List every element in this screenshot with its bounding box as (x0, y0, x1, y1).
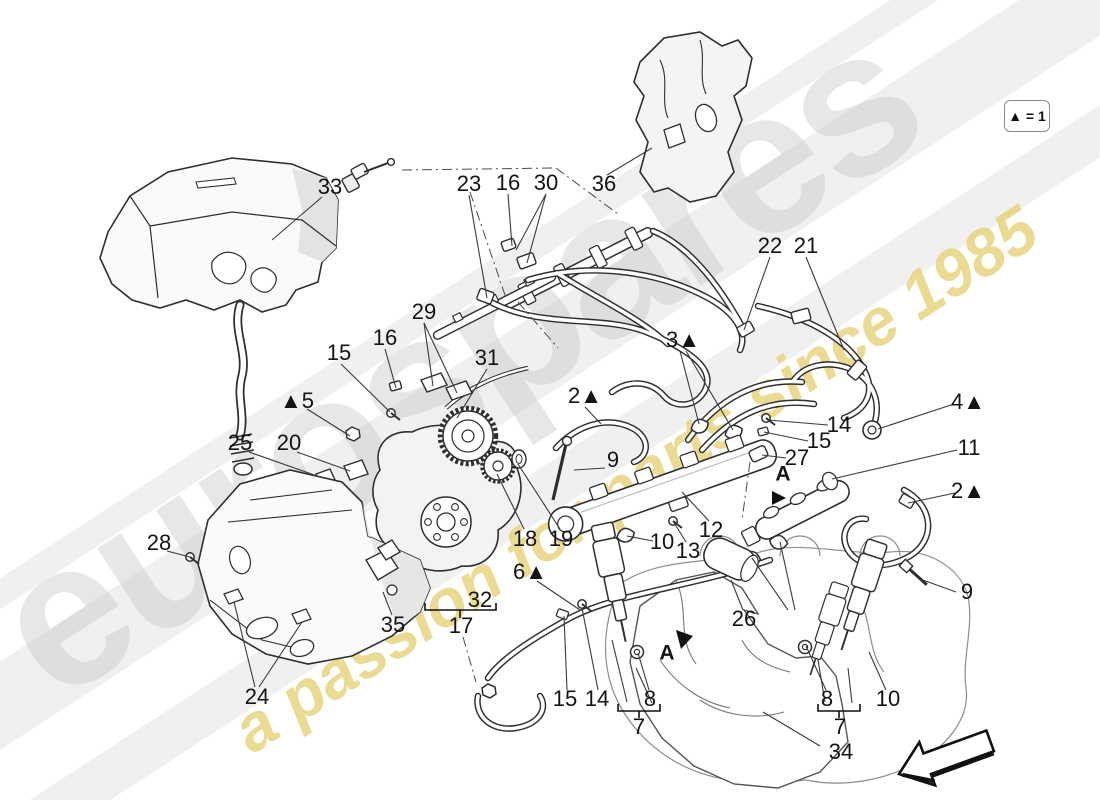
group-brackets (424, 603, 861, 718)
callout-16: 16 (495, 170, 521, 195)
callout-34: 34 (828, 739, 854, 764)
callout-15: 15 (326, 340, 352, 365)
callout-14: 14 (826, 412, 852, 437)
legend-text: ▲ = 1 (1008, 108, 1046, 124)
valve-cover-24 (184, 469, 431, 665)
callout-32: 32 (467, 587, 493, 612)
callout-30: 30 (533, 170, 559, 195)
heat-shield-34 (629, 571, 849, 789)
callout-10: 10 (875, 686, 901, 711)
callout-25: 25 (227, 430, 253, 455)
callout-4: 4▲ (950, 389, 986, 414)
callout-16: 16 (372, 325, 398, 350)
callout-21: 21 (793, 233, 819, 258)
callout-15: 15 (552, 686, 578, 711)
callout-11: 11 (957, 435, 981, 460)
callout-3: 3▲ (665, 327, 701, 352)
direction-arrow-icon (896, 728, 996, 788)
injectors (551, 435, 928, 680)
callout-19: 19 (548, 526, 574, 551)
callout-12: 12 (698, 517, 724, 542)
high-pressure-pump (315, 365, 529, 572)
callout-5: ▲5 (279, 388, 315, 413)
callout-6: 6▲ (512, 559, 548, 584)
callout-10: 10 (649, 529, 675, 554)
callout-20: 20 (276, 430, 302, 455)
fuel-rail-12 (547, 434, 778, 582)
engine-cover-33 (99, 157, 339, 313)
callout-36: 36 (591, 171, 617, 196)
callout-9: 9 (606, 447, 620, 472)
construction-lines (401, 167, 751, 683)
callout-33: 33 (317, 174, 343, 199)
view-marker-A: A (659, 641, 675, 665)
legend-box: ▲ = 1 (1004, 100, 1050, 132)
callout-2: 2▲ (950, 478, 986, 503)
callout-18: 18 (512, 526, 538, 551)
elbow-fitting (341, 157, 396, 193)
callout-13: 13 (675, 538, 701, 563)
mount-brackets-29 (388, 372, 473, 401)
bracket-36 (633, 31, 753, 203)
callout-2: 2▲ (567, 383, 603, 408)
callout-15: 15 (806, 428, 832, 453)
view-marker-A: A (775, 462, 791, 486)
callout-14: 14 (584, 686, 610, 711)
callout-23: 23 (456, 171, 482, 196)
callout-27: 27 (784, 445, 810, 470)
view-a-triangles (676, 491, 786, 649)
callout-26: 26 (731, 606, 757, 631)
callout-8: 8 (643, 686, 657, 711)
fuel-rail-11 (740, 412, 850, 547)
callout-7: 7 (632, 714, 646, 739)
callout-29: 29 (411, 299, 437, 324)
callout-35: 35 (380, 612, 406, 637)
leader-lines (166, 147, 958, 747)
corrugated-hose (229, 300, 255, 476)
callout-24: 24 (244, 684, 270, 709)
callout-22: 22 (757, 233, 783, 258)
callout-7: 7 (833, 714, 847, 739)
callout-9: 9 (960, 579, 974, 604)
callout-8: 8 (820, 686, 834, 711)
callout-17: 17 (448, 613, 474, 638)
callout-31: 31 (474, 345, 500, 370)
callout-28: 28 (146, 530, 172, 555)
fuel-pipes (474, 227, 932, 732)
